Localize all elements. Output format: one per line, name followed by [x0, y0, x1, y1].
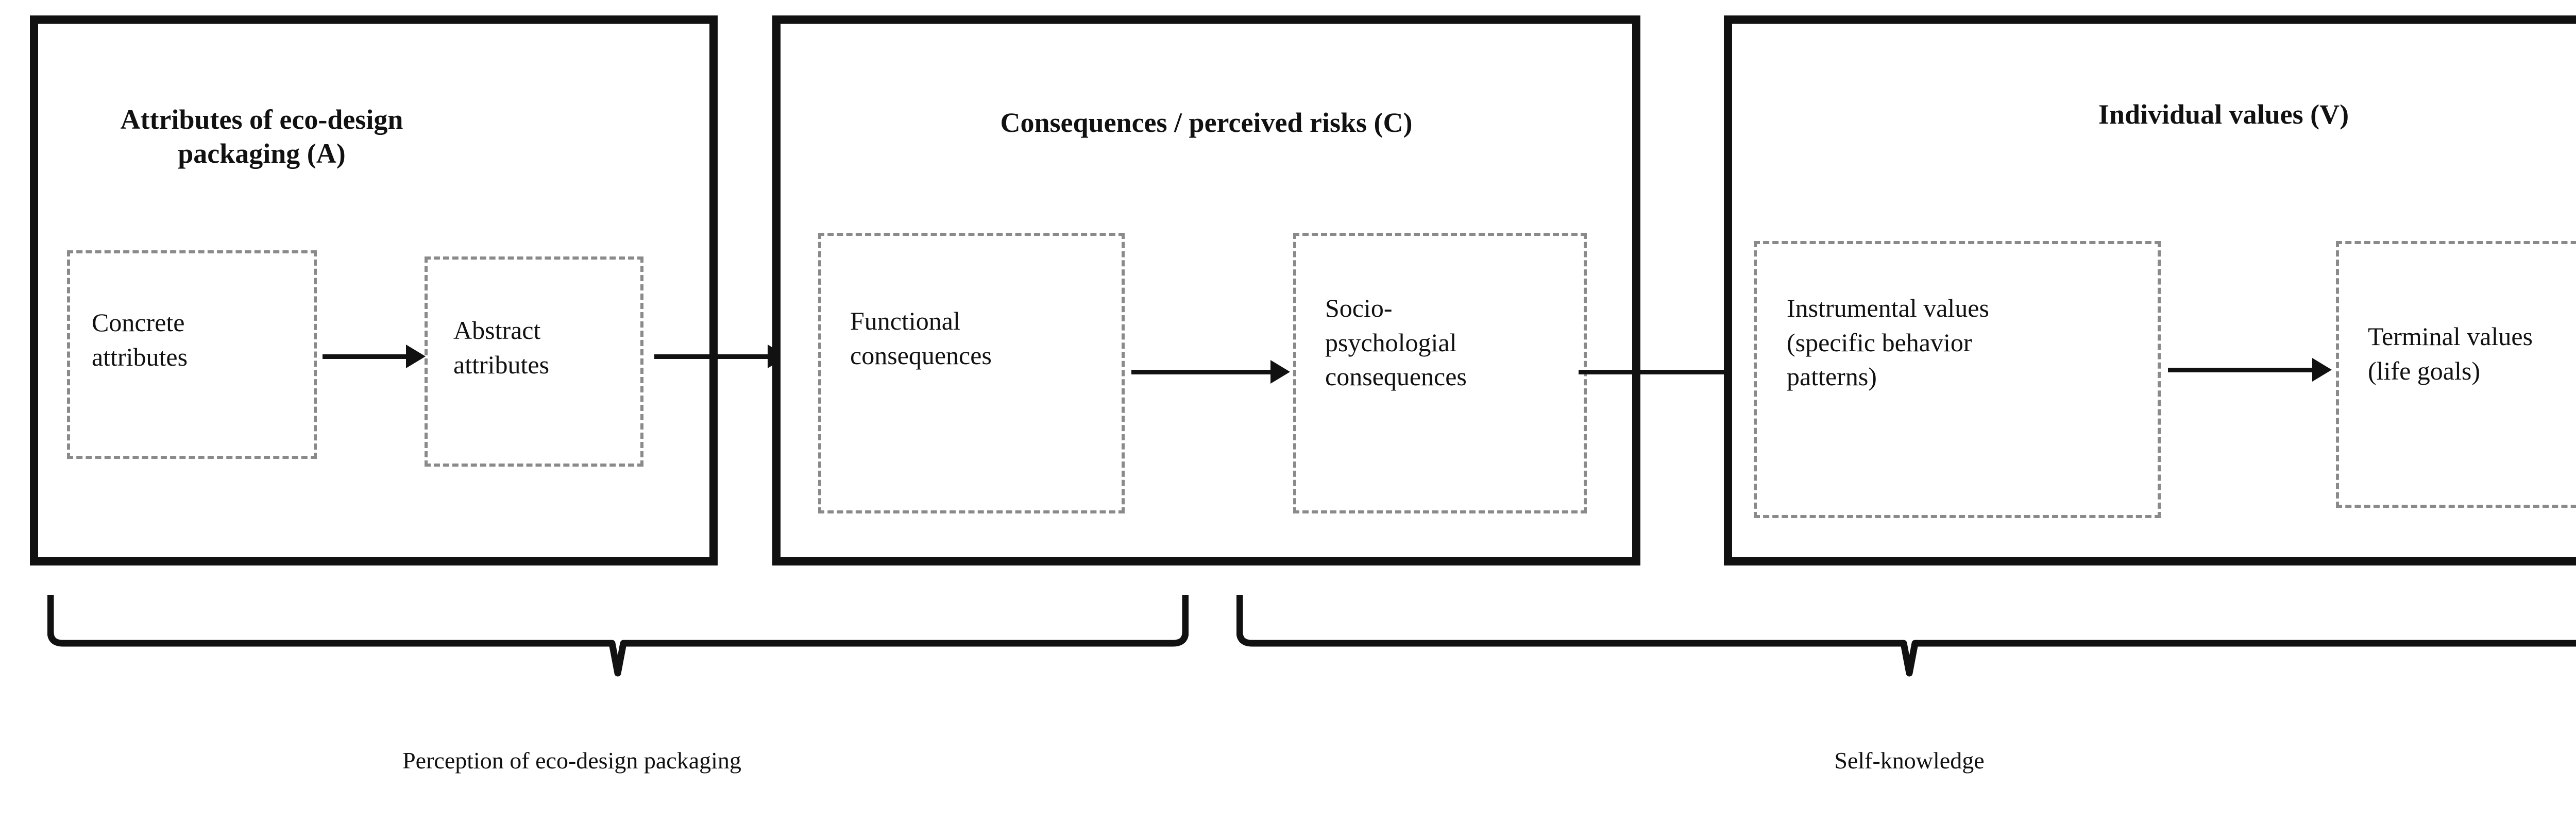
- sub-label-terminal-values: Terminal values (life goals): [2368, 322, 2533, 385]
- brace-self-knowledge: [1236, 595, 2576, 677]
- sub-box-abstract-attributes: [425, 256, 643, 467]
- sub-label-concrete-attributes: Concrete attributes: [92, 308, 188, 371]
- group-title-consequences: Consequences / perceived risks (C): [1000, 107, 1413, 138]
- sub-label-functional-consequences: Functional consequences: [850, 306, 992, 370]
- sub-label-abstract-attributes: Abstract attributes: [453, 316, 550, 379]
- sub-label-socio-psychological-consequences: Socio- psychologial consequences: [1325, 294, 1467, 391]
- group-title-attributes: Attributes of eco-design packaging (A): [120, 104, 403, 169]
- sub-box-socio-psychological-consequences: [1293, 233, 1587, 513]
- brace-perception: [47, 595, 1189, 677]
- sub-box-terminal-values: [2336, 241, 2576, 508]
- brace-label-perception: Perception of eco-design packaging: [402, 747, 741, 774]
- sub-box-concrete-attributes: [67, 250, 317, 459]
- brace-label-self-knowledge: Self-knowledge: [1834, 747, 1985, 774]
- group-title-individual-values: Individual values (V): [2098, 99, 2349, 130]
- sub-box-instrumental-values: [1754, 241, 2161, 518]
- sub-label-instrumental-values: Instrumental values (specific behavior p…: [1787, 294, 1989, 391]
- sub-box-functional-consequences: [818, 233, 1125, 513]
